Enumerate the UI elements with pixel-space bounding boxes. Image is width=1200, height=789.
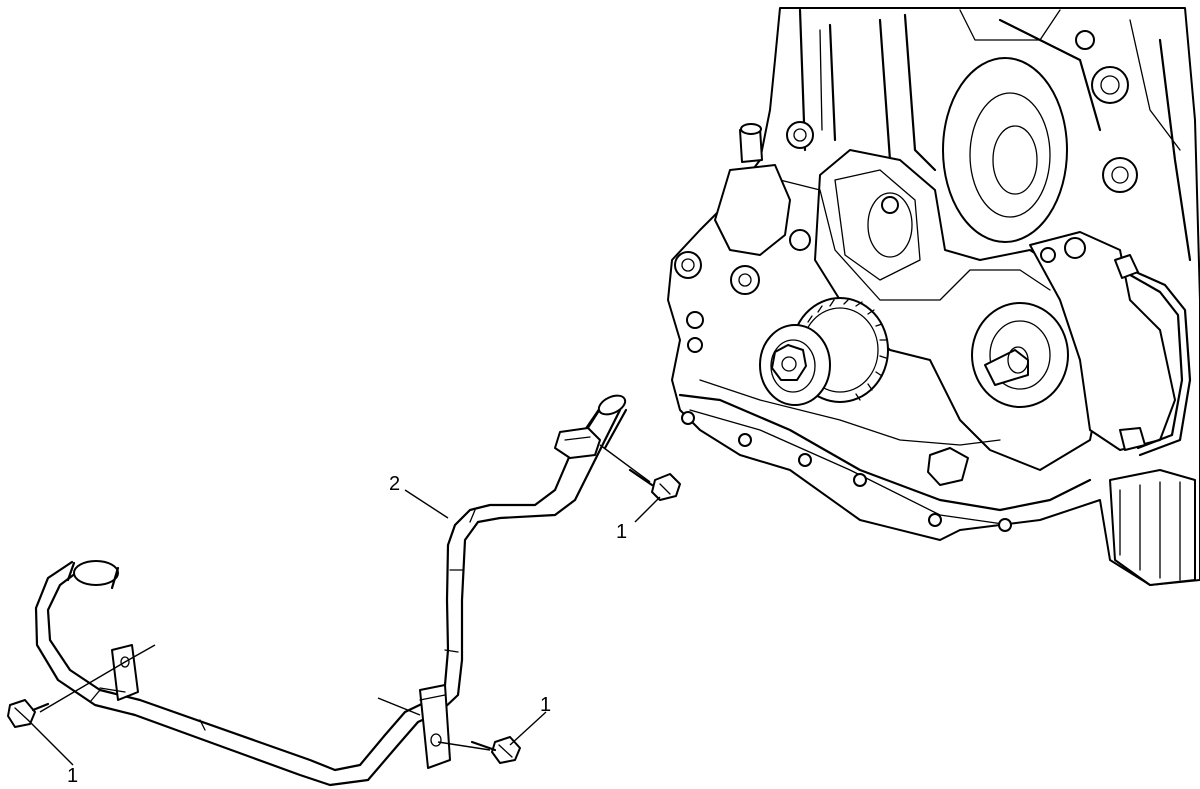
callout-bolt-lower-left: 1 (67, 765, 78, 787)
engine-block (667, 7, 1200, 586)
right-sprocket (971, 302, 1069, 408)
bolt-upper (628, 468, 681, 501)
crank-sprocket (759, 297, 889, 406)
callout-bolt-lower-right: 1 (540, 694, 551, 716)
pipe-outer-edge (46, 406, 602, 772)
alignment-lines (39, 444, 651, 751)
callout-bolt-upper: 1 (616, 521, 627, 543)
coolant-bypass-pipe (34, 394, 628, 787)
lower-mounting-tab (419, 684, 451, 769)
pipe-end-left (73, 560, 119, 586)
callouts: 1 2 1 1 (27, 473, 661, 787)
callout-pipe: 2 (389, 473, 400, 495)
bolt-lower-left (7, 699, 50, 728)
pipe-end-right (597, 394, 627, 416)
pipe-inner-edge (34, 408, 622, 787)
bolt-lower-right (470, 736, 521, 764)
upper-mounting-bracket (554, 427, 601, 459)
crank-bore (942, 57, 1068, 243)
